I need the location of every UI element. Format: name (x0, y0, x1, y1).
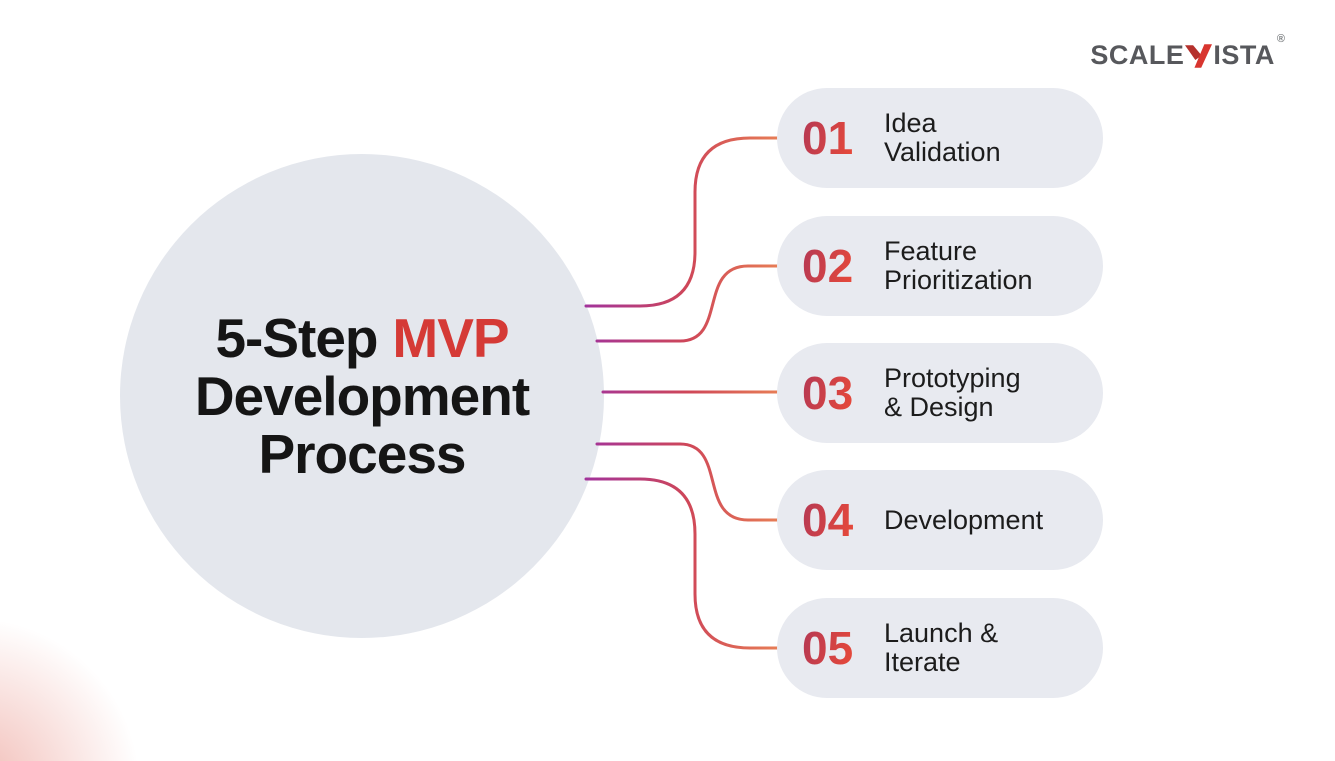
step-number: 04 (802, 493, 860, 547)
step-number: 02 (802, 239, 860, 293)
step-number: 03 (802, 366, 860, 420)
connector-line-4 (595, 442, 783, 522)
step-label: Prototyping & Design (884, 364, 1021, 422)
step-label-line-2: Iterate (884, 647, 961, 677)
connector-line-5 (584, 477, 783, 650)
step-pill-02: 02 Feature Prioritization (777, 216, 1103, 316)
step-pill-05: 05 Launch & Iterate (777, 598, 1103, 698)
logo-checkmark-left-wing (1185, 44, 1203, 60)
step-pill-01: 01 Idea Validation (777, 88, 1103, 188)
step-label-line-1: Prototyping (884, 363, 1021, 393)
step-label-line-1: Feature (884, 236, 978, 266)
title-line-3: Process (258, 423, 466, 485)
step-number: 01 (802, 111, 860, 165)
title-word-5-step: 5-Step (215, 307, 378, 369)
step-label: Development (884, 504, 1044, 535)
step-label-line-2: Prioritization (884, 265, 1033, 295)
registered-trademark-symbol: ® (1276, 33, 1285, 45)
step-number: 05 (802, 621, 860, 675)
title-line-2: Development (194, 365, 530, 427)
logo-text-scale: SCALE (1090, 40, 1185, 70)
step-label-line-1: Launch & (884, 618, 999, 648)
scalevista-logo: SCALE ISTA ® (1090, 33, 1285, 71)
step-label-line-2: & Design (884, 392, 994, 422)
corner-accent (0, 591, 160, 761)
step-label: Launch & Iterate (884, 619, 998, 677)
step-label: Feature Prioritization (884, 237, 1033, 295)
step-pill-03: 03 Prototyping & Design (777, 343, 1103, 443)
step-label-line-1: Development (884, 504, 1044, 535)
connector-line-1 (584, 136, 783, 308)
step-pill-04: 04 Development (777, 470, 1103, 570)
title-highlight-mvp: MVP (392, 307, 509, 369)
step-label-line-1: Idea (884, 108, 937, 138)
logo-checkmark-right-wing (1194, 43, 1213, 68)
step-label: Idea Validation (884, 109, 1001, 167)
connector-line-2 (595, 264, 783, 343)
logo-checkmark-icon (1185, 43, 1213, 68)
step-label-line-2: Validation (884, 137, 1001, 167)
logo-text-ista: ISTA (1213, 40, 1275, 70)
